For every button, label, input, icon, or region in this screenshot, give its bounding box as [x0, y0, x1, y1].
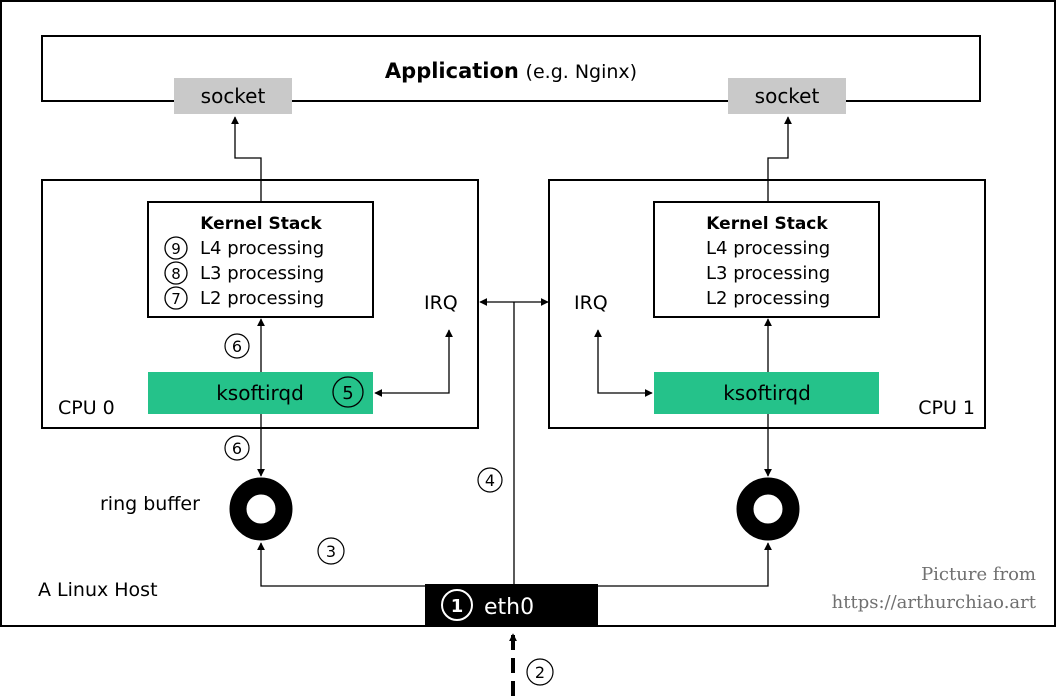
arrow-cpu0-irq-ksoftirqd: [374, 329, 453, 397]
cpu1-kernel-stack-title: Kernel Stack: [706, 214, 828, 234]
step-6a-number: 6: [232, 337, 242, 356]
cpu1-ksoftirqd-box: [654, 372, 879, 414]
ring-buffer-cpu1: [736, 477, 800, 541]
socket-box-left: [174, 78, 292, 114]
application-title: Application: [385, 59, 519, 83]
step-7-marker: [164, 286, 188, 310]
step-3-number: 3: [326, 542, 336, 561]
ring-buffer-cpu0: [229, 477, 293, 541]
application-subtitle: (e.g. Nginx): [526, 61, 638, 83]
host-label: A Linux Host: [38, 579, 158, 601]
step-9-marker: [164, 236, 188, 260]
cpu1-label: CPU 1: [918, 397, 975, 419]
cpu1-l4-processing: L4 processing: [706, 238, 830, 259]
arrow-eth0-to-ring-cpu1: [598, 542, 772, 587]
application-label: Application (e.g. Nginx): [385, 59, 637, 83]
cpu1-l3-processing: L3 processing: [706, 263, 830, 284]
cpu0-l3-processing: L3 processing: [200, 263, 324, 284]
step-2-number: 2: [535, 663, 545, 682]
cpu1-l2-processing: L2 processing: [706, 288, 830, 309]
cpu1-kernel-stack-box: [653, 201, 880, 318]
cpu1-ksoftirqd-label: ksoftirqd: [723, 381, 811, 405]
cpu0-l4-processing: L4 processing: [200, 238, 324, 259]
step-6b-number: 6: [232, 439, 242, 458]
cpu0-ksoftirqd-box: [148, 372, 373, 414]
arrow-cpu0-stack-to-socket: [231, 116, 262, 202]
credit-line2: https://arthurchiao.art: [832, 592, 1037, 613]
socket-box-right: [728, 78, 846, 114]
step-7-number: 7: [171, 290, 181, 308]
step-9-number: 9: [171, 240, 181, 258]
arrow-eth0-to-ring-cpu0: [257, 542, 427, 587]
step-5-marker: [332, 376, 364, 408]
cpu0-irq-label: IRQ: [424, 292, 458, 314]
step-6b-marker: [224, 435, 250, 461]
cpu1-irq-label: IRQ: [574, 292, 608, 314]
step-8-marker: [164, 261, 188, 285]
step-8-number: 8: [171, 265, 181, 283]
socket-label-left: socket: [201, 84, 266, 108]
step-6a-marker: [224, 333, 250, 359]
cpu0-label: CPU 0: [58, 397, 115, 419]
ring-buffer-label: ring buffer: [100, 493, 200, 515]
step-4-number: 4: [485, 471, 495, 490]
step-1-number: 1: [451, 596, 464, 617]
credit-line1: Picture from: [921, 564, 1036, 585]
socket-label-right: socket: [755, 84, 820, 108]
cpu0-ksoftirqd-label: ksoftirqd: [216, 381, 304, 405]
cpu0-l2-processing: L2 processing: [200, 288, 324, 309]
arrow-cpu1-irq-ksoftirqd: [594, 329, 653, 397]
arrow-cpu1-stack-to-socket: [767, 116, 792, 202]
eth0-label: eth0: [484, 595, 534, 620]
step-4-marker: [477, 467, 503, 493]
step-5-number: 5: [342, 383, 353, 404]
step-2-marker: [526, 658, 554, 686]
step-1-marker: [441, 589, 473, 621]
step-3-marker: [317, 537, 345, 565]
cpu0-kernel-stack-title: Kernel Stack: [200, 214, 322, 234]
